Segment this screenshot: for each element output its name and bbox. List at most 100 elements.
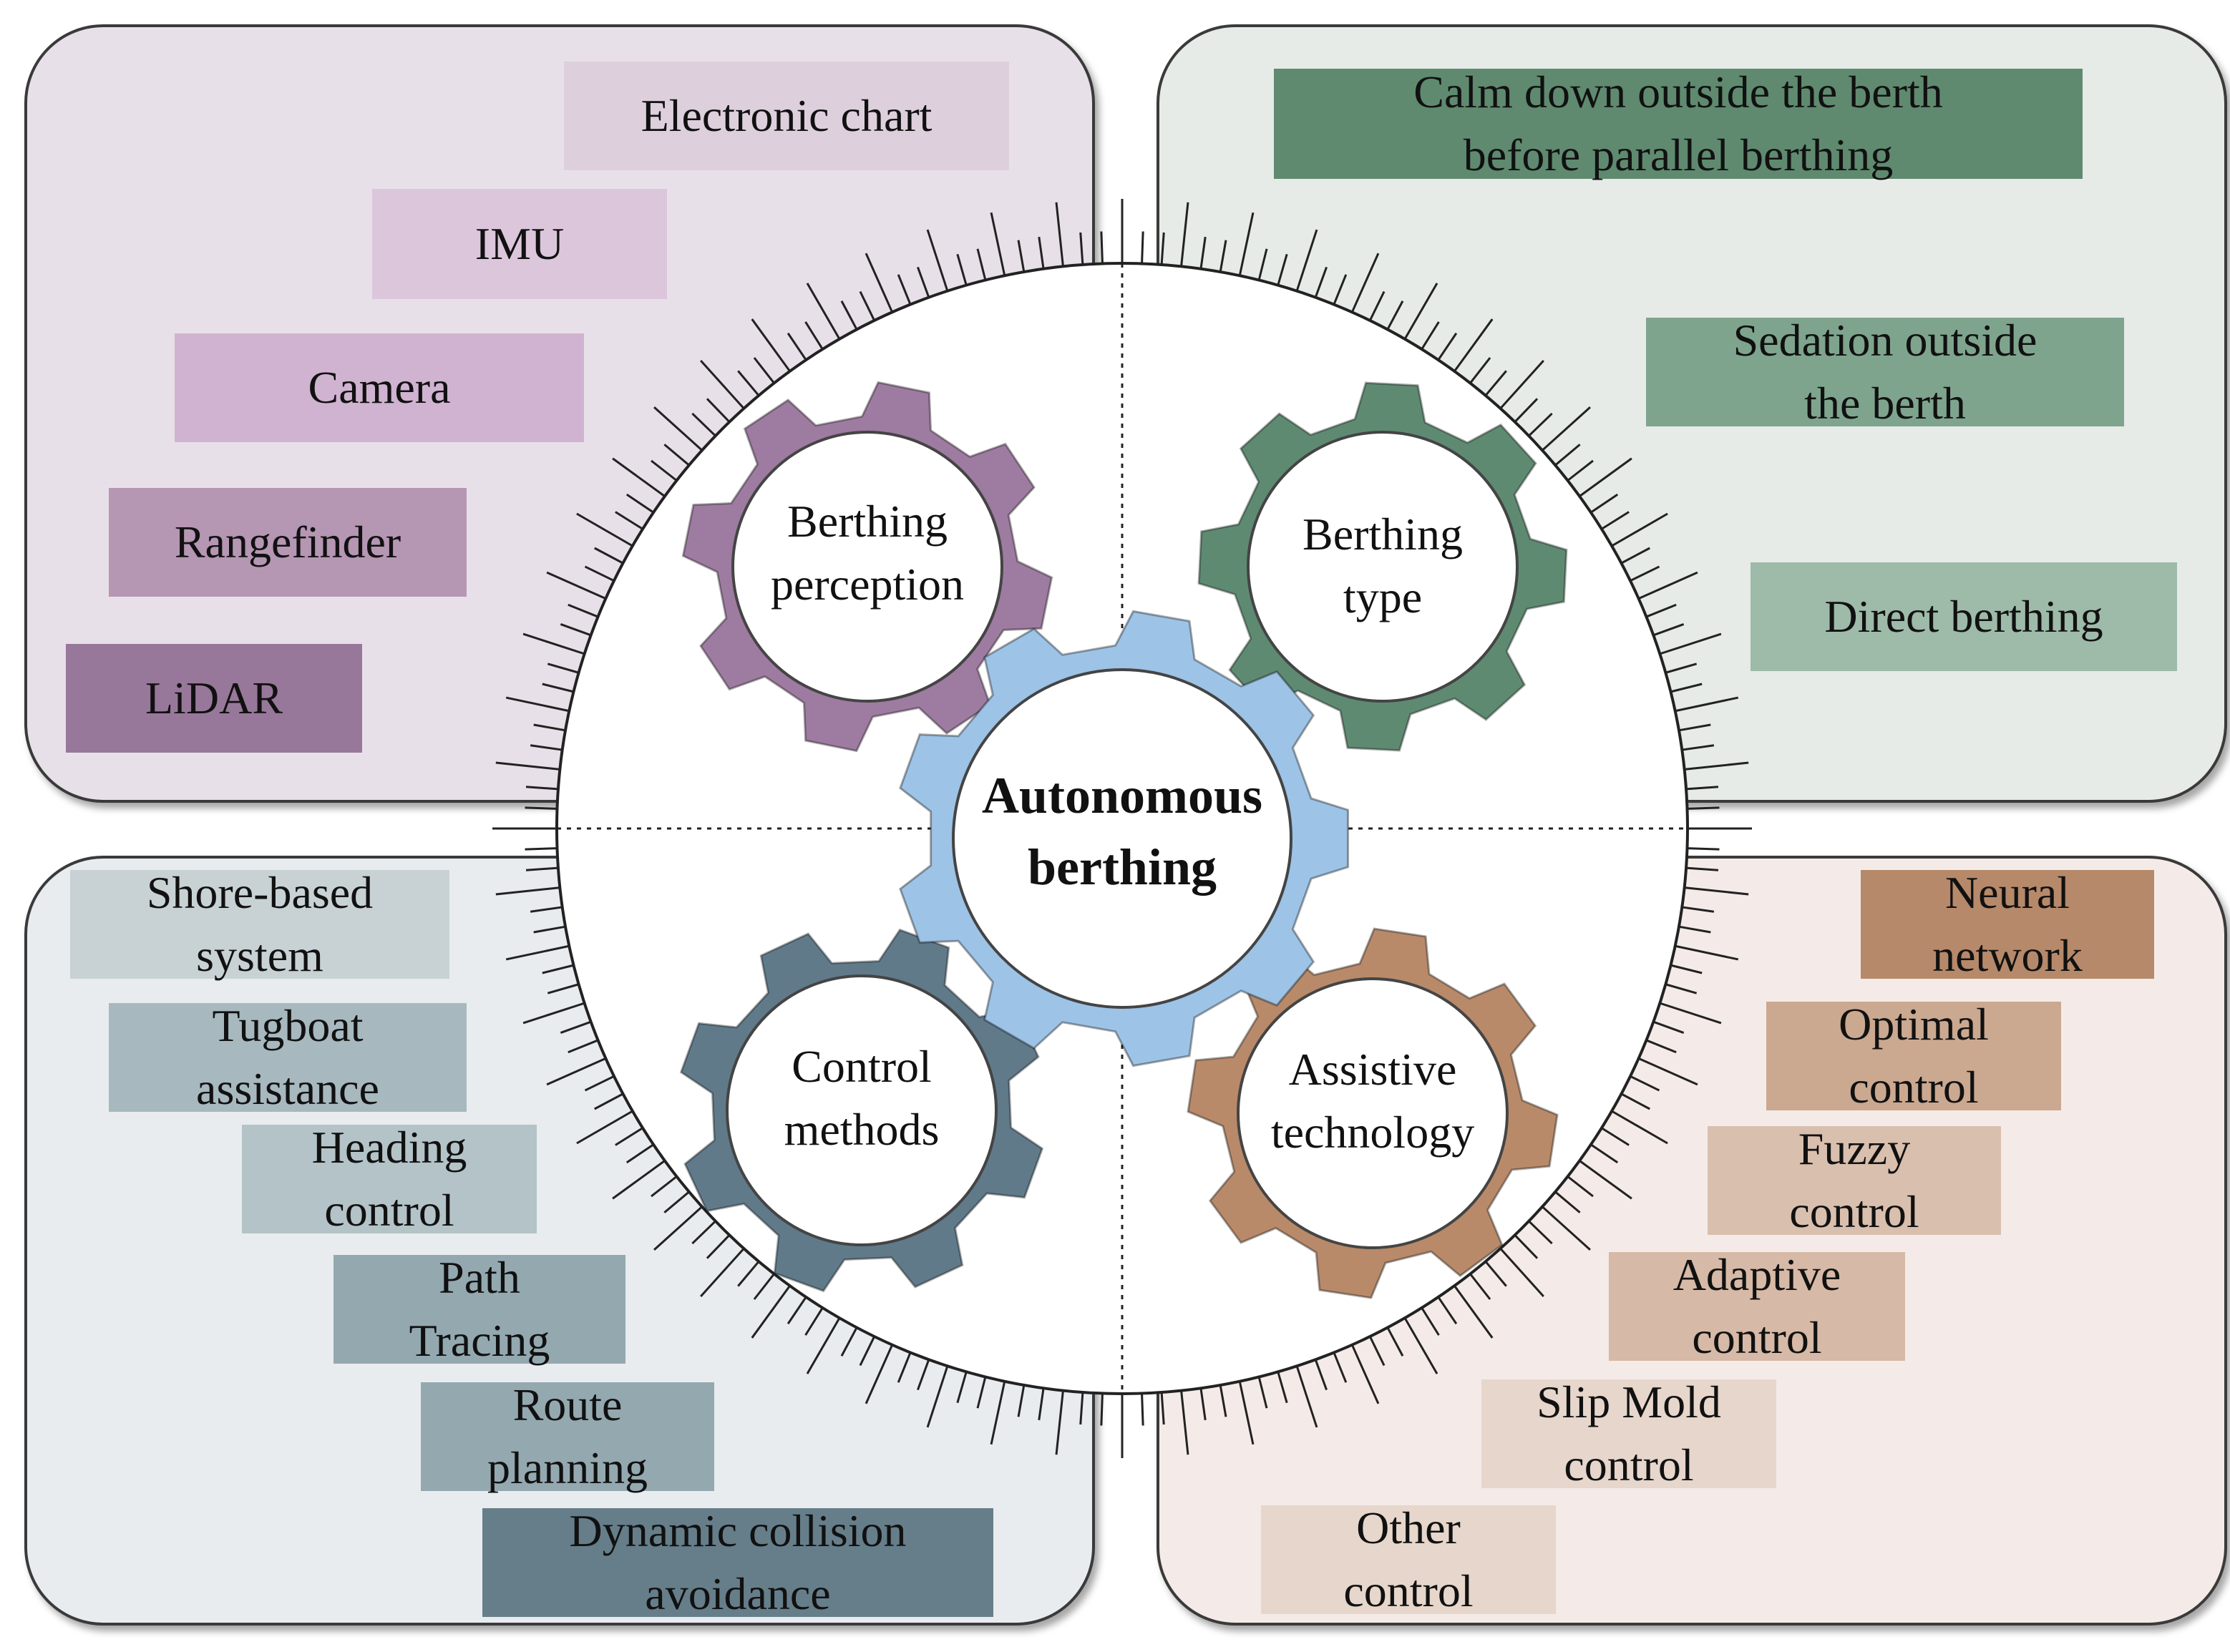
tick-mark <box>804 1307 824 1336</box>
tick-mark <box>1682 906 1715 913</box>
tick-mark <box>615 1127 643 1146</box>
type-tag-direct-berthing: Direct berthing <box>1751 562 2177 671</box>
tick-mark <box>1579 457 1632 497</box>
tick-mark <box>625 1143 654 1164</box>
tick-mark <box>594 1093 624 1110</box>
tick-mark <box>1484 370 1507 396</box>
tick-mark <box>594 547 624 564</box>
tick-mark <box>1437 1296 1458 1325</box>
tick-mark <box>1141 1393 1144 1426</box>
tick-mark <box>1601 511 1630 530</box>
tick-mark <box>542 683 574 693</box>
tick-mark <box>584 1075 615 1092</box>
tick-mark <box>751 1285 791 1339</box>
tick-mark <box>706 1234 731 1259</box>
berthing-type-gear <box>1197 381 1568 752</box>
type-gear-label-2: type <box>1343 572 1422 622</box>
gear-hub <box>1237 977 1509 1249</box>
type-gear-label-1: Berthing <box>1303 509 1463 559</box>
tick-mark <box>663 444 690 466</box>
tick-mark <box>1579 1160 1632 1200</box>
tick-mark <box>1685 786 1719 791</box>
tick-mark <box>525 847 558 851</box>
control-gear-label-2: methods <box>784 1104 940 1155</box>
control-methods-gear <box>679 928 1044 1293</box>
perception-tag-rangefinder: Rangefinder <box>109 488 467 597</box>
tick-mark <box>865 1344 894 1404</box>
gear-hub <box>952 668 1292 1009</box>
tick-mark <box>1499 1248 1544 1297</box>
type-tag-calm-down: Calm down outside the berth before paral… <box>1274 67 2083 180</box>
tick-mark <box>576 512 633 547</box>
tick-mark <box>560 623 592 637</box>
tick-mark <box>1277 253 1288 286</box>
assist-tag-optimal-control: Optimal control <box>1766 999 2061 1113</box>
tick-mark <box>956 253 968 286</box>
tick-mark <box>1180 1390 1189 1455</box>
tick-mark <box>1528 412 1553 437</box>
tick-mark <box>1684 761 1749 771</box>
tick-mark <box>1219 240 1227 273</box>
tick-mark <box>1687 806 1720 810</box>
tick-mark <box>1652 1020 1685 1034</box>
tick-mark <box>1199 1388 1207 1421</box>
tick-mark <box>737 1261 760 1287</box>
tick-mark <box>1665 983 1698 994</box>
assistive-technology-gear <box>1187 927 1559 1299</box>
tick-mark <box>1038 1388 1045 1421</box>
perception-gear-label-1: Berthing <box>787 496 948 547</box>
tick-mark <box>1670 683 1703 693</box>
tick-mark <box>530 744 563 751</box>
tick-mark <box>1678 925 1711 934</box>
tick-mark <box>1257 248 1268 280</box>
tick-mark <box>1386 300 1404 331</box>
tick-mark <box>1100 231 1104 264</box>
tick-mark <box>1333 1352 1348 1383</box>
tick-mark <box>787 1296 807 1325</box>
tick-mark <box>612 457 666 497</box>
tick-mark <box>547 983 580 994</box>
tick-mark <box>990 1381 1006 1445</box>
tick-mark <box>1638 1057 1698 1086</box>
tick-mark <box>651 459 678 482</box>
tick-mark <box>505 944 570 961</box>
control-tag-shore-based: Shore-based system <box>70 867 449 981</box>
perception-tag-electronic-chart: Electronic chart <box>564 62 1009 170</box>
tick-mark <box>1238 1381 1255 1445</box>
tick-mark <box>1665 663 1698 674</box>
tick-mark <box>1314 266 1328 298</box>
tick-mark <box>1645 1039 1677 1054</box>
tick-mark <box>897 274 912 306</box>
tick-mark <box>897 1352 912 1383</box>
tick-mark <box>806 283 841 340</box>
tick-mark <box>1219 1384 1227 1417</box>
assist-tag-other-control: Other control <box>1261 1502 1556 1616</box>
tick-mark <box>1484 1261 1507 1287</box>
tick-mark <box>859 1336 876 1367</box>
hub-label-2: berthing <box>1028 839 1217 896</box>
tick-mark <box>1160 232 1165 265</box>
tick-mark <box>1620 547 1650 564</box>
tick-mark <box>1499 360 1544 409</box>
tick-mark <box>663 1191 690 1213</box>
tick-mark <box>653 406 703 451</box>
tick-mark <box>1454 1285 1494 1339</box>
tick-mark <box>1542 406 1591 451</box>
tick-mark <box>926 229 949 292</box>
tick-mark <box>1630 565 1660 582</box>
type-tag-sedation: Sedation outside the berth <box>1646 315 2124 429</box>
tick-mark <box>1469 1273 1491 1300</box>
tick-mark <box>1055 1390 1064 1455</box>
control-tag-dynamic-collision: Dynamic collision avoidance <box>482 1505 993 1619</box>
tick-mark <box>1554 1191 1581 1213</box>
tick-mark <box>651 1176 678 1198</box>
tick-mark <box>1687 847 1720 851</box>
tick-mark <box>1659 632 1722 655</box>
tick-mark <box>706 398 731 423</box>
tick-mark <box>1630 1075 1660 1092</box>
tick-mark <box>1645 603 1677 618</box>
tick-mark <box>1257 1377 1268 1409</box>
tick-mark <box>1678 723 1711 732</box>
perception-tag-lidar: LiDAR <box>66 644 362 753</box>
